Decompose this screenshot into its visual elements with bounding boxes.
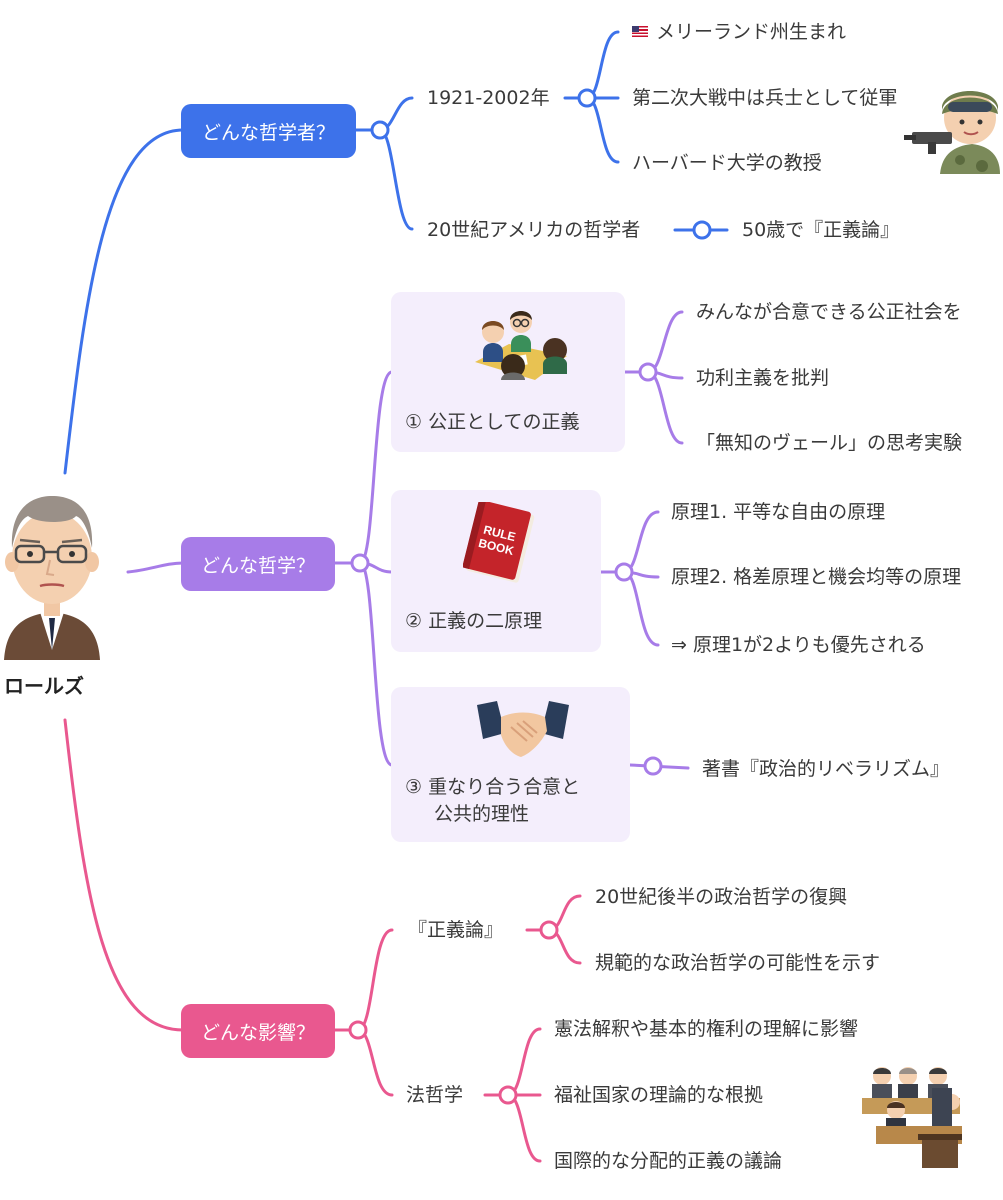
node-priority[interactable]: ⇒ 原理1が2よりも優先される [671, 634, 926, 656]
meeting-people-icon [475, 311, 567, 380]
link-root-philosophy [126, 561, 185, 574]
node-agreeable-fair-society[interactable]: みんなが合意できる公正社会を [696, 301, 962, 323]
us-flag-icon [632, 26, 648, 37]
branch-influence[interactable]: どんな影響？ [181, 1004, 335, 1058]
rawls-portrait-icon [4, 496, 100, 660]
node-birthplace[interactable]: メリーランド州生まれ [632, 20, 846, 44]
node-theory-of-justice[interactable]: 『正義論』 [408, 919, 504, 941]
node-distributive-justice[interactable]: 国際的な分配的正義の議論 [554, 1150, 783, 1172]
node-theory-of-justice-at-50[interactable]: 50歳で『正義論』 [742, 219, 900, 241]
card-title: ① 公正としての正義 [405, 411, 580, 433]
card-title: ② 正義の二原理 [405, 610, 543, 632]
branch-label: どんな影響？ [200, 1021, 315, 1044]
junction-node [370, 120, 390, 140]
junction-node [498, 1085, 518, 1105]
junction-node [643, 756, 663, 776]
card-overlapping-consensus[interactable]: ③ 重なり合う合意と 公共的理性 [391, 687, 630, 842]
branch-philosopher[interactable]: どんな哲学者？ [181, 104, 356, 158]
node-critique-utilitarianism[interactable]: 功利主義を批判 [696, 367, 830, 389]
card-two-principles[interactable]: RULE BOOK ② 正義の二原理 [391, 490, 601, 652]
node-welfare-state[interactable]: 福祉国家の理論的な根拠 [554, 1084, 764, 1106]
junction-node [539, 920, 559, 940]
node-revival[interactable]: 20世紀後半の政治哲学の復興 [595, 886, 848, 908]
link-root-influence [63, 718, 185, 1032]
handshake-icon [477, 701, 569, 757]
node-soldier[interactable]: 第二次大戦中は兵士として従軍 [632, 87, 898, 109]
node-veil-of-ignorance[interactable]: 「無知のヴェール」の思考実験 [696, 432, 963, 454]
junction-node [692, 220, 712, 240]
card-title-line-1: ③ 重なり合う合意と [405, 776, 581, 798]
node-american-philosopher[interactable]: 20世紀アメリカの哲学者 [427, 219, 641, 241]
junction-node [638, 362, 658, 382]
node-birthplace-label: メリーランド州生まれ [656, 21, 847, 43]
root-node-label: ロールズ [4, 674, 84, 698]
junction-node [614, 562, 634, 582]
card-justice-as-fairness[interactable]: ① 公正としての正義 [391, 292, 625, 452]
node-harvard[interactable]: ハーバード大学の教授 [632, 152, 822, 174]
node-principle-2[interactable]: 原理2. 格差原理と機会均等の原理 [671, 566, 962, 588]
parliament-members-icon [862, 1067, 962, 1168]
node-constitutional-interpretation[interactable]: 憲法解釈や基本的権利の理解に影響 [554, 1018, 859, 1040]
rule-book-icon: RULE BOOK [463, 502, 535, 583]
junction-node [348, 1020, 368, 1040]
soldier-icon [904, 91, 1000, 174]
node-principle-1[interactable]: 原理1. 平等な自由の原理 [671, 501, 886, 523]
branch-label: どんな哲学者？ [201, 121, 335, 144]
link-root-philosopher [63, 128, 185, 475]
node-normative-possibility[interactable]: 規範的な政治哲学の可能性を示す [595, 952, 881, 974]
branch-label: どんな哲学？ [200, 554, 315, 577]
card-title-line-2: 公共的理性 [434, 803, 530, 825]
junction-node [577, 88, 597, 108]
node-lifespan[interactable]: 1921-2002年 [427, 87, 550, 109]
branch-philosophy[interactable]: どんな哲学？ [181, 537, 335, 591]
junction-node [350, 553, 370, 573]
node-political-liberalism[interactable]: 著書『政治的リベラリズム』 [702, 758, 950, 780]
node-philosophy-of-law[interactable]: 法哲学 [406, 1084, 464, 1106]
